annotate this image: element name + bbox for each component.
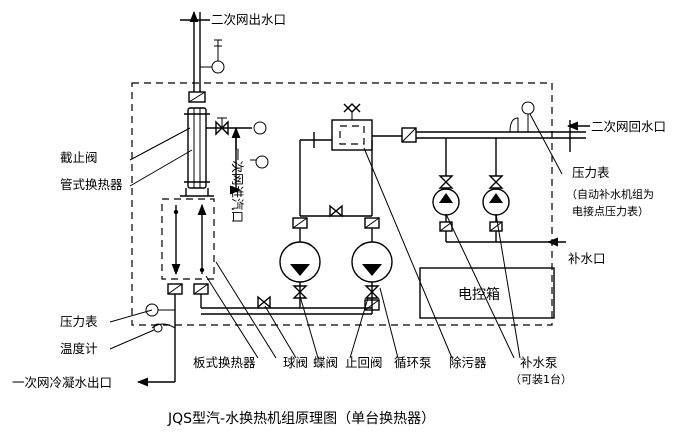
label-butterfly-valve: 蝶阀: [313, 355, 338, 370]
label-makeup-inlet: 补水口: [568, 251, 606, 266]
label-primary-condensate-outlet: 一次网冷凝水出口: [12, 375, 112, 390]
bottom-return-pipe: [200, 292, 373, 315]
shell-tube-exchanger: [180, 107, 269, 197]
label-ball-valve: 球阀: [283, 355, 308, 370]
label-circulation-pump: 循环泵: [394, 355, 432, 370]
circulation-pump-1: [279, 217, 321, 299]
label-makeup-pump: 补水泵: [520, 355, 558, 370]
label-dirt-separator: 除污器: [449, 355, 487, 370]
plate-exchanger: [161, 198, 215, 295]
label-pressure-gauge-left: 压力表: [60, 314, 98, 329]
secondary-outlet-line: [180, 10, 225, 103]
label-check-valve: 止回阀: [345, 355, 383, 370]
makeup-pump-2: [482, 175, 510, 242]
label-control-box: 电控箱: [458, 287, 500, 303]
condensate-line: [136, 294, 176, 387]
label-secondary-return: 二次网回水口: [591, 119, 666, 134]
dirt-separator: [331, 103, 417, 151]
unit-boundary: [131, 82, 553, 326]
control-box: [419, 267, 555, 319]
label-pressure-gauge-right: 压力表: [572, 165, 610, 180]
diagram-title: JQS型汽-水换热机组原理图（单台换热器）: [167, 410, 435, 427]
top-header: [299, 132, 373, 218]
leader-lines: [109, 113, 563, 359]
label-thermometer: 温度计: [60, 341, 98, 356]
label-shell-tube-exchanger: 管式换热器: [60, 177, 123, 192]
label-makeup-pump-note: （可装1台）: [510, 372, 572, 386]
circulation-pump-2: [351, 217, 393, 311]
label-stop-valve: 截止阀: [60, 150, 98, 165]
label-primary-steam-inlet: 一次网进汽口: [230, 148, 245, 223]
label-plate-exchanger: 板式换热器: [193, 355, 256, 370]
label-pressure-gauge-note-2: 电接点压力表）: [572, 204, 649, 218]
label-secondary-outlet: 二次网出水口: [211, 12, 286, 27]
label-pressure-gauge-note-1: （自动补水机组为: [566, 187, 654, 201]
secondary-return-line: [416, 101, 590, 176]
